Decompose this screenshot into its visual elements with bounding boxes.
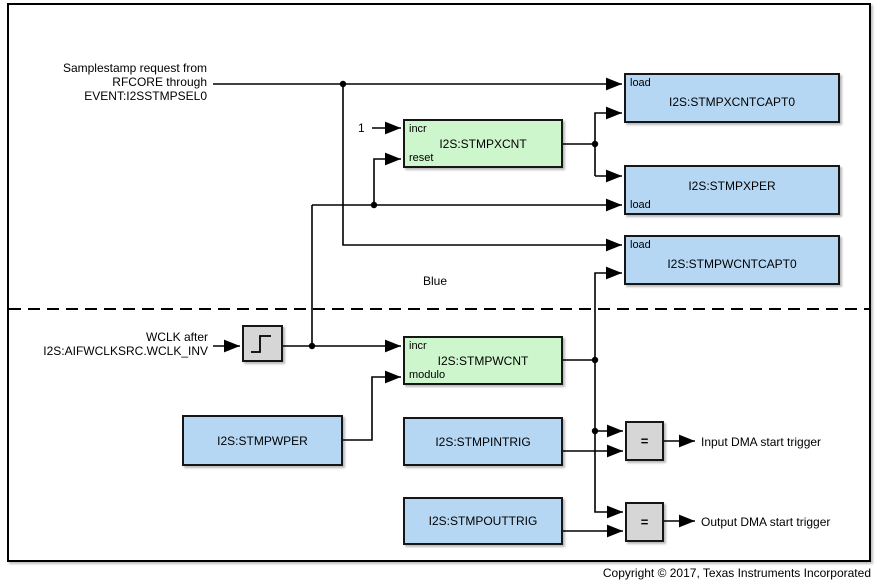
- stmpwcnt-title: I2S:STMPWCNT: [437, 353, 529, 368]
- stmpintrig-title: I2S:STMPINTRIG: [435, 434, 531, 449]
- input-dma-trigger-label: Input DMA start trigger: [701, 435, 822, 449]
- output-comparator-symbol: =: [640, 514, 649, 530]
- wire-wper-to-wcnt-modulo: [343, 370, 401, 441]
- stmpxcntcapt0-load-port: load: [630, 77, 651, 89]
- junction-dot: [591, 427, 599, 435]
- samplestamp-request-line2: RFCORE through: [112, 75, 207, 89]
- junction-dot: [339, 80, 347, 88]
- wclk-source-line1: WCLK after: [145, 330, 208, 344]
- junction-dot: [370, 201, 378, 209]
- stmpwcntcapt0-title: I2S:STMPWCNTCAPT0: [667, 256, 797, 271]
- stmpxcnt-incr-port: incr: [409, 123, 427, 135]
- blue-domain-label: Blue: [423, 274, 448, 288]
- stmpwcntcapt0-load-port: load: [630, 239, 651, 251]
- constant-one-label: 1: [358, 121, 365, 135]
- samplestamp-request-label: Samplestamp request from RFCORE through …: [27, 61, 207, 103]
- wire-wcnt-to-wcntcapt0: [594, 266, 622, 360]
- stmpxcnt-block: incr I2S:STMPXCNT reset: [403, 119, 563, 168]
- junction-dot: [308, 342, 316, 350]
- stmpouttrig-title: I2S:STMPOUTTRIG: [428, 514, 538, 528]
- stmpwcnt-block: incr I2S:STMPWCNT modulo: [403, 336, 563, 385]
- samplestamp-request-line3: EVENT:I2SSTMPSEL0: [84, 89, 207, 103]
- stmpwper-title: I2S:STMPWPER: [217, 433, 308, 448]
- stmpouttrig-block: I2S:STMPOUTTRIG: [403, 497, 563, 545]
- stmpxper-block: I2S:STMPXPER load: [624, 165, 840, 215]
- diagram-border: [7, 3, 871, 562]
- input-comparator-symbol: =: [640, 433, 649, 449]
- stmpwcnt-incr-port: incr: [409, 340, 427, 352]
- rising-edge-icon: [251, 335, 271, 353]
- wclk-source-label: WCLK after I2S:AIFWCLKSRC.WCLK_INV: [10, 330, 208, 358]
- stmpwcntcapt0-block: load I2S:STMPWCNTCAPT0: [624, 235, 840, 285]
- stmpxcnt-reset-port: reset: [409, 152, 434, 164]
- stmpwper-block: I2S:STMPWPER: [182, 415, 343, 466]
- stmpxcntcapt0-title: I2S:STMPXCNTCAPT0: [668, 94, 796, 109]
- stmpxper-load-port: load: [630, 199, 651, 211]
- wire-samplestamp-to-wcntcapt0-load: [342, 84, 622, 252]
- input-comparator-block: =: [625, 421, 664, 461]
- samplestamp-request-line1: Samplestamp request from: [62, 61, 207, 75]
- wire-wcnt-down-to-eq-output: [594, 360, 623, 519]
- wclk-edge-detector-block: [242, 325, 283, 362]
- junction-dot: [591, 140, 599, 148]
- junction-dot: [591, 356, 599, 364]
- wire-to-xcnt-reset: [373, 152, 401, 205]
- output-comparator-block: =: [625, 502, 664, 542]
- stmpintrig-block: I2S:STMPINTRIG: [403, 417, 563, 466]
- wclk-source-line2: I2S:AIFWCLKSRC.WCLK_INV: [43, 344, 208, 358]
- wire-xcnt-to-xcntcapt0: [594, 106, 622, 176]
- stmpxper-title: I2S:STMPXPER: [688, 179, 776, 194]
- copyright-notice: Copyright © 2017, Texas Instruments Inco…: [602, 566, 871, 580]
- stmpxcnt-title: I2S:STMPXCNT: [439, 136, 527, 151]
- stmpwcnt-modulo-port: modulo: [409, 369, 446, 381]
- output-dma-trigger-label: Output DMA start trigger: [701, 515, 831, 529]
- stmpxcntcapt0-block: load I2S:STMPXCNTCAPT0: [624, 73, 840, 123]
